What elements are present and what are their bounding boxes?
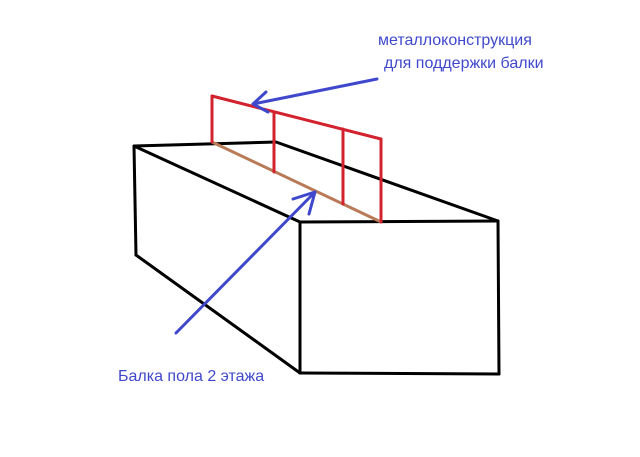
metal-support-frame: [210, 94, 383, 224]
arrow-head-support: [251, 90, 270, 114]
arrow-to-beam: [174, 190, 317, 335]
beam-label: Балка пола 2 этажа: [118, 368, 265, 385]
box-front-bottom-edge: [298, 371, 501, 376]
arrow-to-support: [251, 77, 379, 114]
support-label-line2: для поддержки балки: [384, 55, 544, 72]
frame-top-rail: [210, 94, 383, 141]
box-outline: [132, 140, 501, 376]
box-top-back-edge: [132, 140, 500, 224]
floor-beam: [210, 140, 383, 224]
box-left-bottom-edge: [134, 253, 302, 375]
support-label-line1: металлоконструкция: [378, 32, 532, 49]
box-left-back-vertical: [132, 144, 138, 257]
box-front-right-vertical: [496, 219, 501, 376]
arrow-head-beam: [291, 190, 317, 216]
box-top-front-edge: [298, 219, 500, 224]
